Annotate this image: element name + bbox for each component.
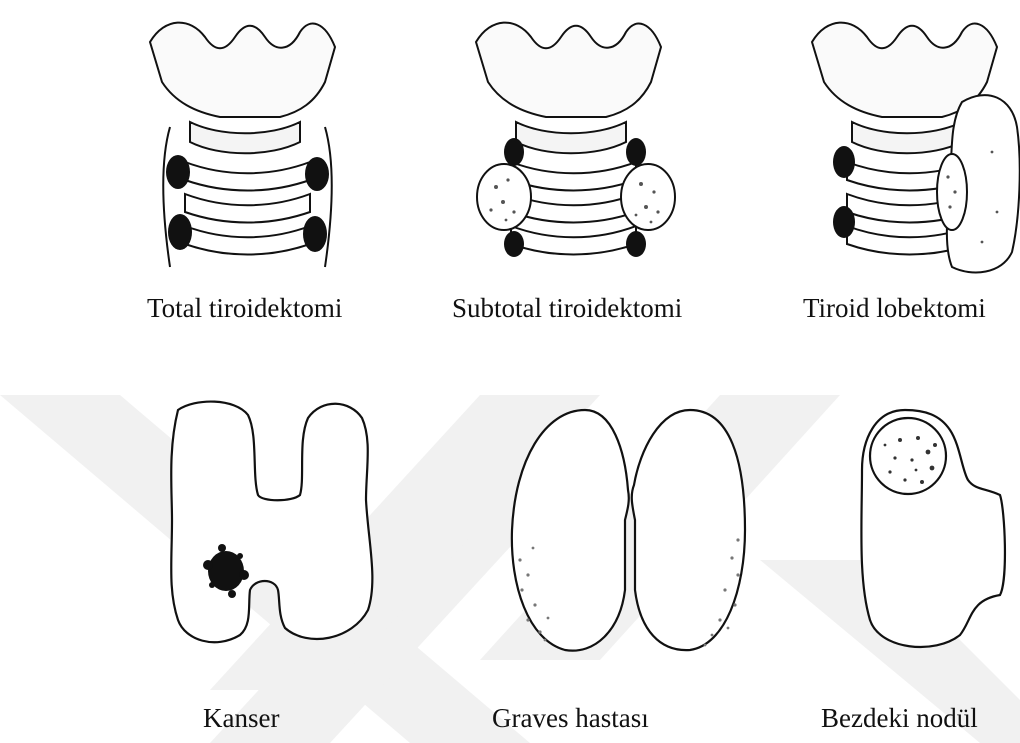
caption-thyroid-lobectomy: Tiroid lobektomi [803, 293, 986, 324]
cricoid-ring [516, 122, 626, 153]
caption-total-thyroidectomy: Total tiroidektomi [147, 293, 342, 324]
left-vessel [163, 127, 170, 267]
subtotal-thyroidectomy-illustration [476, 23, 675, 257]
right-vessel [325, 127, 332, 267]
nodule [937, 154, 967, 230]
parathyroid-glands [833, 146, 855, 238]
total-thyroidectomy-illustration [150, 23, 335, 267]
caption-graves-disease: Graves hastası [492, 703, 649, 734]
caption-thyroid-nodule: Bezdeki nodül [821, 703, 978, 734]
thyroid-nodule-illustration [861, 410, 1005, 647]
cricoid-ring [190, 122, 300, 153]
thyroid-lobectomy-illustration [812, 23, 1020, 273]
caption-cancer: Kanser [203, 703, 279, 734]
thyroid-cartilage [150, 23, 335, 117]
nodule [870, 418, 946, 494]
thyroid-cartilage [476, 23, 661, 117]
cricoid-ring [852, 122, 962, 153]
caption-subtotal-thyroidectomy: Subtotal tiroidektomi [452, 293, 682, 324]
trachea-rings [185, 162, 310, 255]
